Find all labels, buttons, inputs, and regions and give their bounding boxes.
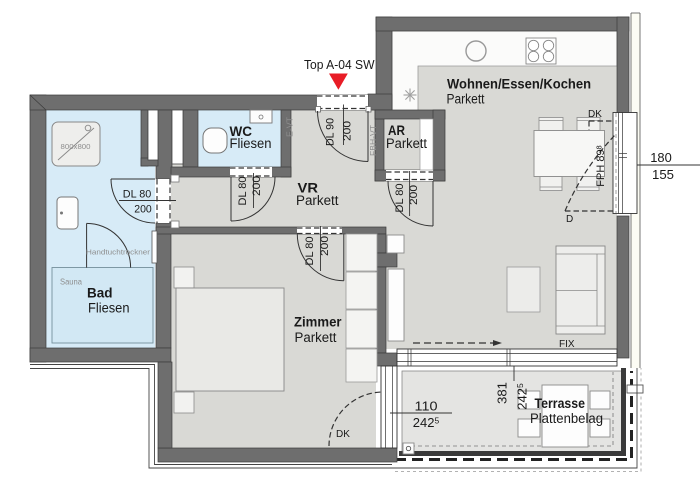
svg-text:D: D [566,214,573,225]
svg-text:VR: VR [298,180,319,196]
svg-text:200: 200 [134,204,152,216]
svg-text:Terrasse: Terrasse [535,395,586,411]
svg-text:Parkett: Parkett [447,92,485,107]
svg-text:800x800: 800x800 [61,142,91,151]
svg-text:AR: AR [388,122,405,138]
svg-text:381: 381 [495,382,510,404]
svg-text:Parkett: Parkett [386,136,427,151]
svg-text:DL 80: DL 80 [123,189,152,201]
svg-text:Parkett: Parkett [296,193,339,208]
svg-text:FPH 898: FPH 898 [595,145,608,186]
svg-text:Fliesen: Fliesen [230,136,272,151]
svg-text:2425: 2425 [515,383,530,410]
svg-text:Plattenbelag: Plattenbelag [530,411,603,426]
svg-text:Sauna: Sauna [60,278,83,287]
svg-text:DL 80: DL 80 [394,184,406,213]
svg-text:DK: DK [336,429,350,440]
svg-text:FBH-VT: FBH-VT [369,125,378,156]
svg-text:Handtuchtrockner: Handtuchtrockner [86,248,151,257]
svg-text:Zimmer: Zimmer [294,314,342,330]
svg-text:WC: WC [230,123,253,139]
svg-text:DL 80: DL 80 [237,177,249,206]
svg-text:Top A-04 SW: Top A-04 SW [304,58,375,72]
svg-text:DL 80: DL 80 [304,237,316,266]
svg-text:DL 90: DL 90 [325,118,337,146]
svg-text:200: 200 [342,121,354,141]
svg-text:155: 155 [652,167,674,182]
svg-text:DK: DK [588,109,602,120]
svg-text:Fliesen: Fliesen [88,301,130,316]
svg-text:200: 200 [251,176,263,196]
svg-text:200: 200 [319,236,331,256]
svg-text:200: 200 [408,185,420,205]
svg-text:110: 110 [415,399,438,414]
svg-text:E-VT: E-VT [286,117,295,137]
svg-text:Wohnen/Essen/Kochen: Wohnen/Essen/Kochen [447,76,591,92]
svg-text:Bad: Bad [87,285,113,301]
svg-text:180: 180 [650,150,672,165]
svg-text:Parkett: Parkett [295,330,337,345]
svg-text:FIX: FIX [559,339,575,350]
svg-text:2425: 2425 [413,415,440,430]
